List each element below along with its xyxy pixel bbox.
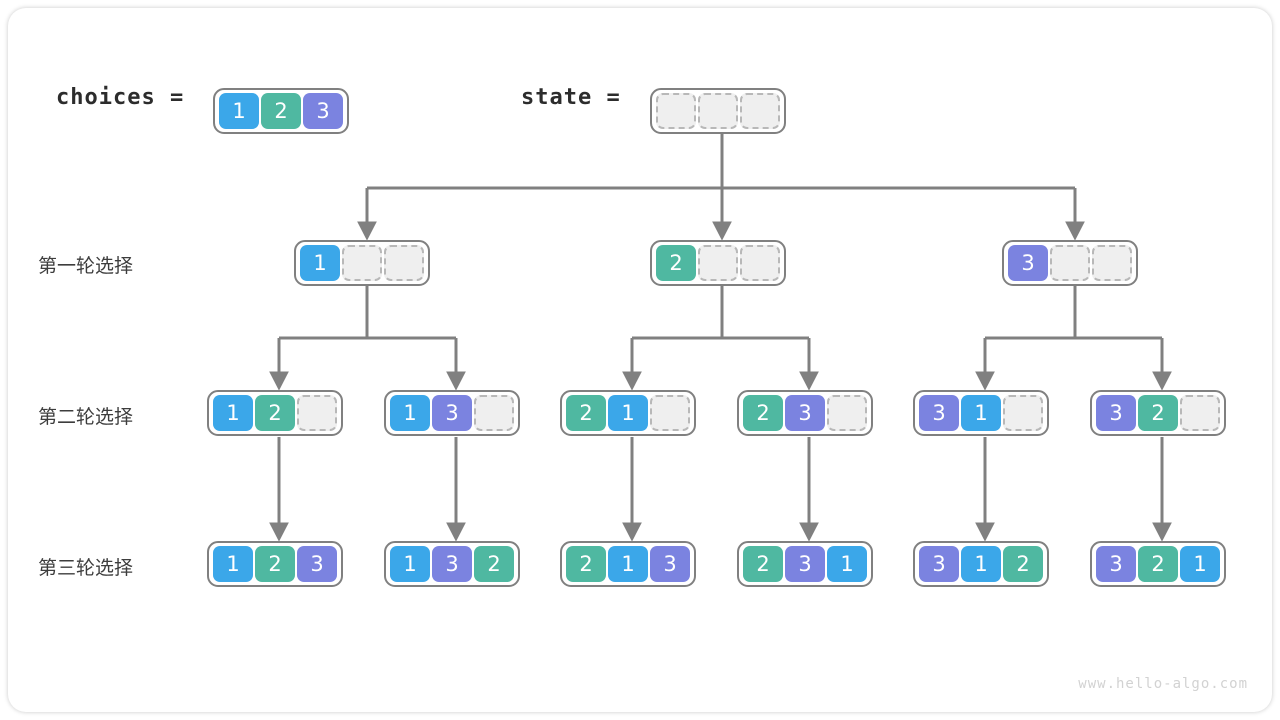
node-round-3-5-cell-2-2: 2 [1003, 546, 1043, 582]
node-round-2-6-cell-1-2: 2 [1138, 395, 1178, 431]
node-round-2-1-cell-2-empty [297, 395, 337, 431]
node-round-2-4-cell-0-2: 2 [743, 395, 783, 431]
node-round-2-5-cell-2-empty [1003, 395, 1043, 431]
node-round-2-5-cell-1-1: 1 [961, 395, 1001, 431]
node-round-2-4-cell-2-empty [827, 395, 867, 431]
node-round-1-2-cell-2-empty [740, 245, 780, 281]
node-round-3-2-cell-1-3: 3 [432, 546, 472, 582]
node-round-1-2-cell-1-empty [698, 245, 738, 281]
node-round-3-4-cell-2-1: 1 [827, 546, 867, 582]
row-label-round-2: 第二轮选择 [38, 406, 134, 428]
node-round-1-1: 1 [294, 240, 430, 286]
node-round-3-1-cell-1-2: 2 [255, 546, 295, 582]
node-round-2-1-cell-1-2: 2 [255, 395, 295, 431]
node-round-2-5-cell-0-3: 3 [919, 395, 959, 431]
node-round-3-6-cell-0-3: 3 [1096, 546, 1136, 582]
node-round-3-6-cell-1-2: 2 [1138, 546, 1178, 582]
node-round-3-4-cell-1-3: 3 [785, 546, 825, 582]
node-round-1-3: 3 [1002, 240, 1138, 286]
node-round-3-3-cell-1-1: 1 [608, 546, 648, 582]
watermark: www.hello-algo.com [1078, 676, 1248, 692]
choices-cell-1-2: 2 [261, 93, 301, 129]
node-round-2-2-cell-2-empty [474, 395, 514, 431]
node-round-3-6-cell-2-1: 1 [1180, 546, 1220, 582]
node-round-1-3-cell-0-3: 3 [1008, 245, 1048, 281]
choices-label: choices = [56, 85, 185, 110]
node-round-2-3-cell-1-1: 1 [608, 395, 648, 431]
row-label-round-3: 第三轮选择 [38, 557, 134, 579]
node-round-2-2-cell-1-3: 3 [432, 395, 472, 431]
node-round-3-2-cell-0-1: 1 [390, 546, 430, 582]
state-array [650, 88, 786, 134]
node-round-2-4-cell-1-3: 3 [785, 395, 825, 431]
state-cell-1-empty [698, 93, 738, 129]
node-round-3-1-cell-0-1: 1 [213, 546, 253, 582]
node-round-3-5-cell-0-3: 3 [919, 546, 959, 582]
choices-cell-0-1: 1 [219, 93, 259, 129]
node-round-1-1-cell-0-1: 1 [300, 245, 340, 281]
choices-cell-2-3: 3 [303, 93, 343, 129]
node-round-3-3-cell-2-3: 3 [650, 546, 690, 582]
node-round-1-2-cell-0-2: 2 [656, 245, 696, 281]
node-round-2-3-cell-2-empty [650, 395, 690, 431]
node-round-1-3-cell-2-empty [1092, 245, 1132, 281]
node-round-1-1-cell-2-empty [384, 245, 424, 281]
state-label: state = [521, 85, 621, 110]
node-round-3-4-cell-0-2: 2 [743, 546, 783, 582]
node-round-2-6-cell-2-empty [1180, 395, 1220, 431]
node-round-3-2-cell-2-2: 2 [474, 546, 514, 582]
node-round-3-3-cell-0-2: 2 [566, 546, 606, 582]
node-round-2-3-cell-0-2: 2 [566, 395, 606, 431]
state-cell-2-empty [740, 93, 780, 129]
node-round-1-2: 2 [650, 240, 786, 286]
node-round-2-6-cell-0-3: 3 [1096, 395, 1136, 431]
row-label-round-1: 第一轮选择 [38, 255, 134, 277]
node-round-3-5-cell-1-1: 1 [961, 546, 1001, 582]
node-round-2-2-cell-0-1: 1 [390, 395, 430, 431]
diagram-card [8, 8, 1272, 712]
state-cell-0-empty [656, 93, 696, 129]
node-round-1-1-cell-1-empty [342, 245, 382, 281]
node-round-3-1-cell-2-3: 3 [297, 546, 337, 582]
node-round-1-3-cell-1-empty [1050, 245, 1090, 281]
node-round-2-1-cell-0-1: 1 [213, 395, 253, 431]
